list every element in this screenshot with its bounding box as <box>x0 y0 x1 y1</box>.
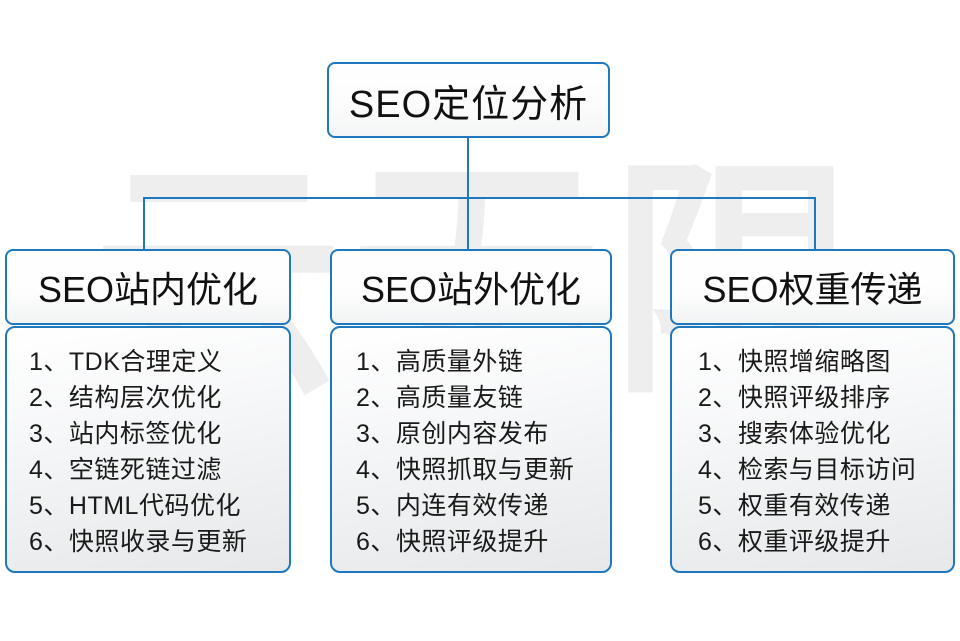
list-item: 2、快照评级排序 <box>698 384 891 412</box>
list-item: 6、快照收录与更新 <box>29 528 248 556</box>
branch-header-title-3: SEO权重传递 <box>702 269 923 310</box>
connector-root-vertical <box>467 137 469 199</box>
connector-horizontal-bus <box>143 197 816 199</box>
list-item: 4、快照抓取与更新 <box>356 456 575 484</box>
root-node-title: SEO定位分析 <box>348 83 589 126</box>
list-item: 4、空链死链过滤 <box>29 456 222 484</box>
connector-branch-right <box>814 197 816 249</box>
list-item: 1、高质量外链 <box>356 348 524 376</box>
connector-branch-left <box>143 197 145 249</box>
branch-list-3: 1、快照增缩略图 2、快照评级排序 3、搜索体验优化 4、检索与目标访问 5、权… <box>670 326 955 573</box>
branch-header-1[interactable]: SEO站内优化 <box>5 249 291 325</box>
list-item: 3、原创内容发布 <box>356 420 549 448</box>
branch-list-1: 1、TDK合理定义 2、结构层次优化 3、站内标签优化 4、空链死链过滤 5、H… <box>5 326 291 573</box>
list-item: 3、站内标签优化 <box>29 420 222 448</box>
branch-column-2: SEO站外优化 1、高质量外链 2、高质量友链 3、原创内容发布 4、快照抓取与… <box>330 249 612 573</box>
branch-header-title-2: SEO站外优化 <box>360 269 582 310</box>
list-item: 5、HTML代码优化 <box>29 492 241 520</box>
branch-header-3[interactable]: SEO权重传递 <box>670 249 955 325</box>
list-item: 3、搜索体验优化 <box>698 420 891 448</box>
list-item: 1、快照增缩略图 <box>698 348 891 376</box>
list-item: 6、快照评级提升 <box>356 528 549 556</box>
branch-header-2[interactable]: SEO站外优化 <box>330 249 612 325</box>
branch-column-3: SEO权重传递 1、快照增缩略图 2、快照评级排序 3、搜索体验优化 4、检索与… <box>670 249 955 573</box>
branch-list-2: 1、高质量外链 2、高质量友链 3、原创内容发布 4、快照抓取与更新 5、内连有… <box>330 326 612 573</box>
list-item: 6、权重评级提升 <box>698 528 891 556</box>
list-item: 5、权重有效传递 <box>698 492 891 520</box>
list-item: 2、高质量友链 <box>356 384 524 412</box>
branch-header-title-1: SEO站内优化 <box>37 269 259 310</box>
branch-column-1: SEO站内优化 1、TDK合理定义 2、结构层次优化 3、站内标签优化 4、空链… <box>5 249 291 573</box>
connector-branch-middle <box>467 197 469 249</box>
list-item: 1、TDK合理定义 <box>29 348 223 376</box>
root-node[interactable]: SEO定位分析 <box>327 62 610 138</box>
list-item: 5、内连有效传递 <box>356 492 549 520</box>
list-item: 4、检索与目标访问 <box>698 456 917 484</box>
list-item: 2、结构层次优化 <box>29 384 222 412</box>
